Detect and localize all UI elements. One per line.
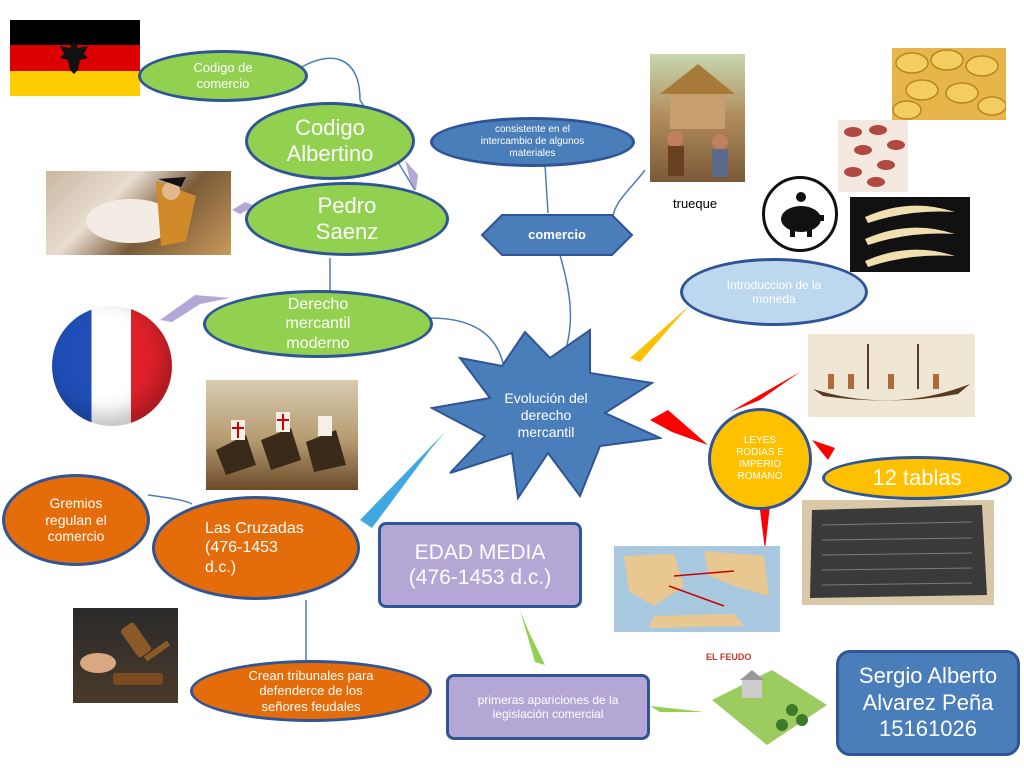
- node-introduccion-moneda-label: Introduccion de la moneda: [726, 277, 822, 306]
- node-pedro-saenz[interactable]: Pedro Saenz: [245, 182, 449, 256]
- node-las-cruzadas[interactable]: Las Cruzadas (476-1453 d.c.): [152, 496, 360, 600]
- feudo-map-image: EL FEUDO: [702, 650, 832, 755]
- node-codigo-albertino-label: Codigo Albertino: [286, 114, 374, 166]
- node-12-tablas-label: 12 tablas: [872, 464, 962, 490]
- gold-coins-image: [892, 48, 1006, 120]
- node-comercio[interactable]: comercio: [480, 213, 634, 257]
- link-napoleon: [232, 202, 255, 214]
- node-codigo-albertino[interactable]: Codigo Albertino: [245, 102, 415, 180]
- link-moneda-center: [630, 305, 690, 362]
- node-legislacion-comercial[interactable]: primeras apariciones de la legislación c…: [446, 674, 650, 740]
- link-france: [160, 295, 230, 322]
- node-comercio-label: comercio: [528, 227, 586, 243]
- node-intercambio-label: consistente en el intercambio de algunos…: [480, 124, 585, 159]
- link-codigo: [299, 57, 416, 191]
- feudo-title: EL FEUDO: [706, 652, 752, 662]
- link-albertino-pedro: [405, 160, 418, 190]
- node-gremios-label: Gremios regulan el comercio: [45, 494, 107, 545]
- node-legislacion-comercial-label: primeras apariciones de la legislación c…: [477, 692, 619, 721]
- link-intercambio-comercio: [544, 164, 549, 214]
- egyptian-boat-image: [808, 334, 975, 417]
- link-comercio-center: [559, 254, 572, 353]
- node-edad-media-label: EDAD MEDIA (476-1453 d.c.): [408, 540, 552, 589]
- germany-flag-image: [10, 20, 140, 96]
- link-leyes-tablas: [812, 440, 835, 460]
- node-introduccion-moneda[interactable]: Introduccion de la moneda: [680, 258, 868, 326]
- node-derecho-mercantil-moderno-label: Derecho mercantil moderno: [285, 296, 351, 352]
- cacao-beans-image: [838, 120, 908, 192]
- node-pedro-saenz-label: Pedro Saenz: [315, 192, 379, 244]
- crusades-painting-image: [206, 380, 358, 490]
- barter-scene-image: [650, 54, 745, 182]
- author-box: Sergio Alberto Alvarez Peña 15161026: [836, 650, 1020, 756]
- link-leyes-ship: [730, 372, 800, 412]
- node-codigo-de-comercio-label: Codigo de comercio: [193, 60, 253, 91]
- link-leyes-center: [650, 410, 708, 445]
- link-gremios-cruzadas: [147, 494, 193, 505]
- node-12-tablas[interactable]: 12 tablas: [822, 456, 1012, 500]
- node-evolucion-label: Evolución del derecho mercantil: [504, 390, 588, 440]
- node-derecho-mercantil-moderno[interactable]: Derecho mercantil moderno: [203, 290, 433, 358]
- eagle-icon: [58, 40, 90, 76]
- node-tribunales-label: Crean tribunales para defenderce de los …: [248, 667, 374, 714]
- trueque-label: trueque: [673, 196, 718, 211]
- napoleon-painting-image: [46, 171, 231, 255]
- author-label: Sergio Alberto Alvarez Peña 15161026: [858, 663, 998, 742]
- twelve-tables-stone-image: [802, 500, 994, 605]
- node-las-cruzadas-label: Las Cruzadas (476-1453 d.c.): [205, 520, 304, 576]
- france-flag-image: [52, 306, 172, 426]
- ancient-greece-map-image: [614, 546, 780, 632]
- link-cruzadas-center: [360, 432, 445, 528]
- link-edad-legislacion: [520, 610, 545, 665]
- node-leyes-rodias-label: LEYES RODIAS E IMPERIO ROMANO: [736, 435, 784, 482]
- gavel-image: [73, 608, 178, 703]
- node-codigo-de-comercio[interactable]: Codigo de comercio: [138, 50, 308, 102]
- link-legislacion-feudo: [650, 706, 705, 712]
- piggy-bank-icon: [762, 176, 838, 252]
- node-edad-media[interactable]: EDAD MEDIA (476-1453 d.c.): [378, 522, 582, 608]
- node-gremios[interactable]: Gremios regulan el comercio: [2, 474, 150, 566]
- link-derecho-center: [429, 317, 506, 373]
- tusks-image: [850, 197, 970, 272]
- node-intercambio[interactable]: consistente en el intercambio de algunos…: [430, 117, 635, 167]
- node-evolucion-derecho-mercantil[interactable]: Evolución del derecho mercantil: [430, 328, 662, 503]
- node-tribunales[interactable]: Crean tribunales para defenderce de los …: [190, 660, 432, 722]
- node-leyes-rodias[interactable]: LEYES RODIAS E IMPERIO ROMANO: [708, 408, 812, 510]
- link-leyes-mapa: [760, 505, 770, 550]
